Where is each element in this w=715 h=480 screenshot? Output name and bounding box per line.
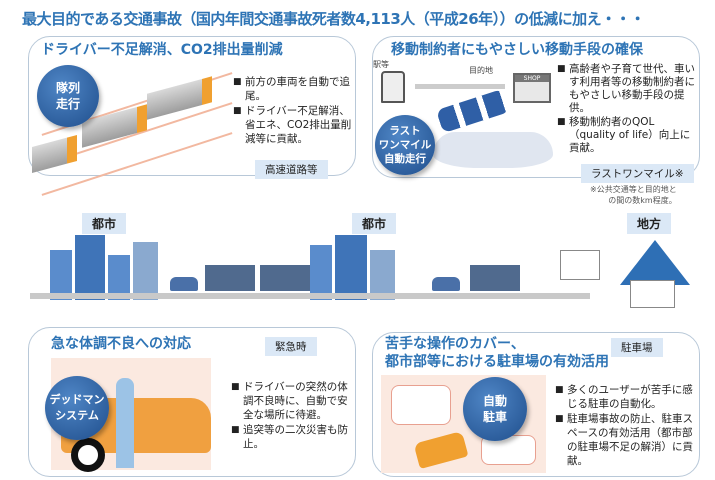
feature-circle: ラスト ワンマイル 自動走行 — [375, 115, 435, 175]
city-buildings-1 — [50, 235, 160, 300]
panel-last-mile: 移動制約者にもやさしい移動手段の確保 駅等 目的地 SHOP ラスト ワンマイル… — [372, 36, 700, 183]
station-label: 駅等 — [373, 60, 389, 69]
bullet-item: 多くのユーザーが苦手に感じる駐車の自動化。 — [555, 383, 697, 411]
vehicles — [170, 263, 570, 293]
panel-deadman: 急な体調不良への対応 緊急時 デッドマン システム ドライバーの突然の体調不良時… — [28, 327, 356, 477]
panel-title: 急な体調不良への対応 — [51, 336, 191, 352]
truck — [32, 134, 77, 174]
context-tag: 駐車場 — [611, 338, 663, 357]
label-rural: 地方 — [627, 213, 672, 234]
panel-title: 移動制約者にもやさしい移動手段の確保 — [391, 42, 643, 58]
context-tag: 高速道路等 — [255, 160, 328, 179]
bullet-item: ドライバーの突然の体調不良時に、自動で安全な場所に待避。 — [231, 380, 355, 422]
label-city-1: 都市 — [82, 213, 127, 234]
bullet-list: 高齢者や子育て世代、車いす利用者等の移動制約者にもやさしい移動手段の提供。 移動… — [557, 63, 699, 156]
footnote: ※公共交通等と目的地と の間の数km程度。 — [590, 185, 677, 205]
shop-sign: SHOP — [515, 75, 549, 82]
train-icon — [381, 71, 405, 103]
page-title: 最大目的である交通事故（国内年間交通事故死者数4,113人（平成26年））の低減… — [22, 10, 645, 28]
bullet-item: 移動制約者のQOL（quality of life）向上に貢献。 — [557, 116, 699, 155]
bullet-list: 前方の車両を自動で追尾。 ドライバー不足解消、省エネ、CO2排出量削減等に貢献。 — [233, 75, 355, 147]
double-arrow-icon — [415, 84, 505, 89]
context-tag: ラストワンマイル※ — [581, 164, 694, 183]
feature-circle: 隊列 走行 — [37, 65, 99, 127]
panel-title-line2: 都市部等における駐車場の有効活用 — [385, 354, 609, 370]
cars-icon — [436, 88, 510, 134]
shop-icon: SHOP — [513, 73, 551, 103]
bullet-item: 駐車場事故の防止、駐車スペースの有効活用（都市部の駐車場不足の解消）に貢献。 — [555, 412, 697, 468]
city-buildings-2 — [310, 235, 420, 300]
bullet-list: 多くのユーザーが苦手に感じる駐車の自動化。 駐車場事故の防止、駐車スペースの有効… — [555, 383, 697, 469]
people-icons — [433, 132, 553, 168]
panel-title: ドライバー不足解消、CO2排出量削減 — [41, 42, 283, 58]
rural-houses — [560, 230, 690, 308]
label-city-2: 都市 — [352, 213, 397, 234]
panel-title-line1: 苦手な操作のカバー、 — [385, 336, 525, 352]
bullet-item: 追突等の二次災害も防止。 — [231, 423, 355, 451]
panel-parking: 苦手な操作のカバー、 都市部等における駐車場の有効活用 駐車場 自動 駐車 多く… — [372, 332, 700, 477]
feature-circle: 自動 駐車 — [463, 377, 527, 441]
destination-label: 目的地 — [469, 66, 493, 75]
context-tag: 緊急時 — [265, 337, 317, 356]
person — [116, 378, 134, 468]
bullet-item: 高齢者や子育て世代、車いす利用者等の移動制約者にもやさしい移動手段の提供。 — [557, 63, 699, 115]
car — [413, 430, 469, 470]
bullet-list: ドライバーの突然の体調不良時に、自動で安全な場所に待避。 追突等の二次災害も防止… — [231, 380, 355, 452]
bullet-item: 前方の車両を自動で追尾。 — [233, 75, 355, 103]
feature-circle: デッドマン システム — [45, 376, 109, 440]
scene: 都市 都市 地方 — [30, 205, 710, 320]
bullet-item: ドライバー不足解消、省エネ、CO2排出量削減等に貢献。 — [233, 104, 355, 146]
road — [30, 293, 590, 299]
panel-platooning: ドライバー不足解消、CO2排出量削減 隊列 走行 前方の車両を自動で追尾。 ドラ… — [28, 36, 356, 196]
wheel — [71, 438, 105, 472]
